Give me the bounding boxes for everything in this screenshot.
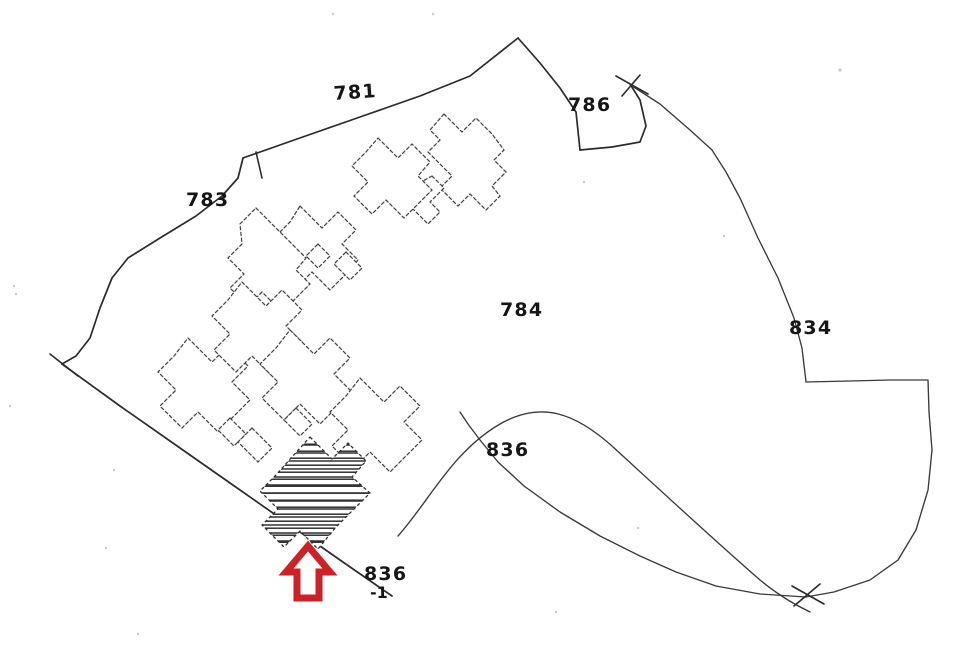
parcel-label-836-1-main: 836	[364, 563, 407, 585]
boundary-786-west	[517, 37, 581, 151]
parcel-label-781: 781	[333, 80, 378, 105]
building-footprint	[427, 113, 507, 211]
parcel-label-783: 783	[186, 189, 229, 211]
parcel-label-836: 836	[486, 439, 529, 461]
boundary-834-south	[805, 379, 933, 598]
building-footprint	[351, 137, 433, 219]
boundary-836-curve	[397, 411, 811, 613]
boundary-southwest-road	[61, 363, 393, 597]
arrow-up-icon[interactable]	[278, 540, 338, 602]
parcel-number-labels: 781 786 783 784 834 836 836 -1	[186, 80, 832, 602]
boundary-783-west	[61, 157, 244, 365]
red-arrow-marker[interactable]	[278, 540, 338, 602]
building-footprint	[237, 427, 273, 463]
building-footprint	[283, 407, 313, 437]
building-footprint	[305, 243, 331, 269]
boundary-834-east	[631, 85, 807, 383]
building-footprint	[259, 329, 353, 425]
building-footprints-lower	[157, 281, 423, 473]
boundary-781-top	[242, 37, 519, 159]
building-footprint	[333, 251, 363, 281]
building-footprints-upper	[227, 113, 507, 313]
parcel-label-836-1-sub: -1	[370, 583, 388, 602]
parcel-label-834: 834	[789, 317, 832, 339]
boundary-836-bottom	[459, 411, 807, 598]
boundary-tick-786	[615, 74, 649, 97]
building-footprint	[217, 417, 247, 447]
parcel-label-784: 784	[500, 299, 543, 321]
boundary-tick-bottom	[791, 583, 825, 607]
boundary-786-south	[579, 83, 647, 151]
parcel-label-786: 786	[568, 94, 611, 116]
boundary-tick-781-corner	[255, 151, 263, 179]
scan-speckles	[8, 12, 842, 636]
parcel-boundary-lines	[49, 37, 933, 613]
